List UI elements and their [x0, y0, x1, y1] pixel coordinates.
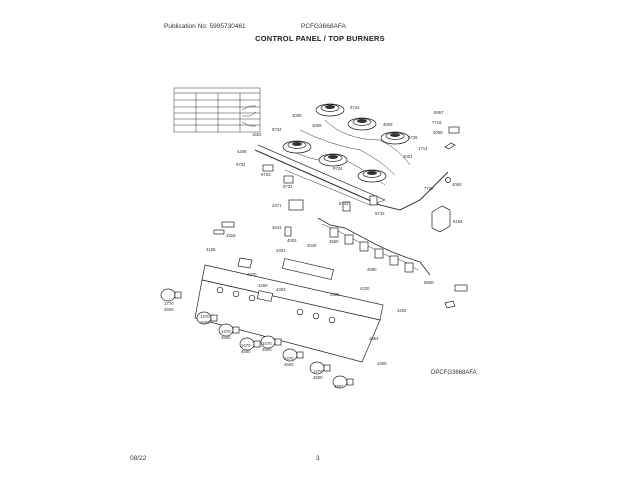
top-burners-assembly [254, 119, 449, 211]
page-title: CONTROL PANEL / TOP BURNERS [255, 34, 385, 43]
callout-label: 8600 [424, 280, 434, 285]
callout-label: 4301 [276, 248, 286, 253]
callout-label: 4907 [334, 384, 344, 389]
callout-label: 4008 [292, 113, 302, 118]
callout-label: 4500 [221, 335, 231, 340]
callout-label: 4040 [307, 243, 317, 248]
knob-8 [332, 375, 354, 389]
callout-label: 1470 [241, 343, 251, 348]
model-number: PCFG3668AFA [301, 23, 346, 30]
callout-label: 4370 [247, 272, 257, 277]
callout-label: 4003 [287, 238, 297, 243]
callout-label: 2471 [272, 203, 282, 208]
callout-label: 4500 [313, 375, 323, 380]
callout-label: 2641 [272, 225, 282, 230]
callout-label: 4305 [377, 361, 387, 366]
callout-label: 9734 [350, 105, 360, 110]
spark-module [431, 205, 451, 233]
burner-front-right [357, 169, 387, 183]
callout-label: 1770 [164, 301, 174, 306]
callout-label: 9731 [283, 184, 293, 189]
callout-label: 4208 [237, 149, 247, 154]
callout-label: 7716 [432, 120, 442, 125]
burner-rear-left [315, 103, 345, 117]
callout-labels: 9734 4008 9734 4009 1502 4009 9736 8957 … [164, 105, 463, 389]
knob-4 [239, 337, 261, 351]
callout-label: 9732 [375, 211, 385, 216]
callout-label: 1470 [262, 341, 272, 346]
page-number: 3 [316, 455, 320, 462]
callout-label: 4316 [226, 233, 236, 238]
callout-label: 4009 [312, 123, 322, 128]
callout-label: 4550 [329, 239, 339, 244]
knob-2 [196, 311, 218, 325]
callout-label: 4954 [369, 336, 379, 341]
control-knobs [160, 288, 354, 389]
callout-label: 4990 [367, 267, 377, 272]
publication-number: Publication No: 5995730461 [164, 23, 246, 30]
callout-label: 9732 [236, 162, 246, 167]
callout-label: 4165 [206, 247, 216, 252]
valve-row [329, 227, 414, 273]
callout-label: 4260 [258, 283, 268, 288]
burner-rear-center [347, 117, 377, 131]
ignition-brackets [262, 126, 460, 212]
callout-label: 4305 [330, 292, 340, 297]
callout-label: 1470 [313, 369, 323, 374]
burner-spec-table [173, 87, 261, 133]
knob-6 [282, 348, 304, 362]
knob-3 [218, 323, 240, 337]
callout-label: 4500 [284, 362, 294, 367]
callout-label: 9734 [333, 166, 343, 171]
callout-label: 4001 [403, 154, 413, 159]
callout-label: 4500 [164, 307, 174, 312]
callout-label: 1714 [418, 146, 428, 151]
callout-label: 4500 [241, 349, 251, 354]
callout-label: 7722 [424, 186, 434, 191]
callout-label: 9733 [339, 201, 349, 206]
burner-front-center [318, 153, 348, 167]
burner-front-left [282, 140, 312, 154]
diagram-id: DPCFG3668AFA [431, 370, 477, 376]
callout-label: 9733 [261, 172, 271, 177]
callout-label: 4500 [200, 320, 210, 325]
control-panel [194, 258, 384, 363]
callout-label: 9736 [408, 135, 418, 140]
valve-switch-harness [213, 199, 468, 309]
callout-label: 4500 [262, 347, 272, 352]
callout-label: 9734 [272, 127, 282, 132]
callout-label: 4202 [397, 308, 407, 313]
callout-label: 1470 [200, 314, 210, 319]
callout-label: 1470 [284, 356, 294, 361]
callout-label: 1502 [252, 132, 262, 137]
callout-label: 4009 [433, 130, 443, 135]
knob-7 [309, 361, 331, 375]
knob-5 [260, 335, 282, 349]
callout-label: 4062 [452, 182, 462, 187]
panel-knob-holes [216, 286, 336, 324]
callout-label: 1470 [221, 329, 231, 334]
callout-label: 4303 [276, 287, 286, 292]
callout-label: 8194 [453, 219, 463, 224]
burner-rear-right [380, 131, 410, 145]
footer-date: 08/22 [130, 455, 147, 462]
knob-1 [160, 288, 182, 302]
callout-label: 8957 [434, 110, 444, 115]
callout-label: 4009 [383, 122, 393, 127]
callout-label: 4320 [360, 286, 370, 291]
